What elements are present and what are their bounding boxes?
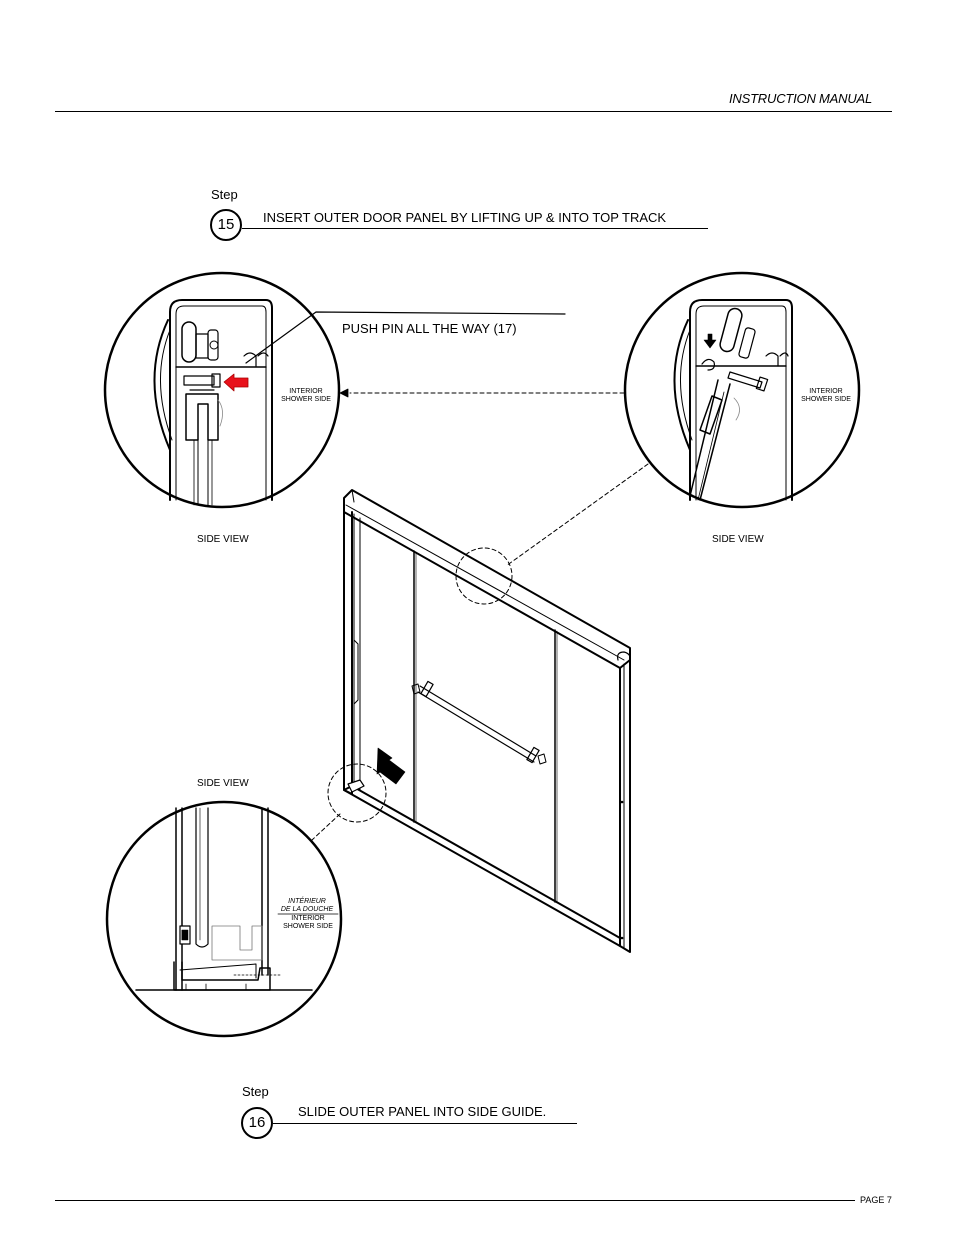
bottom-detail-french-label: INTÉRIEUR DE LA DOUCHE bbox=[276, 898, 338, 914]
left-detail-line2: SHOWER SIDE bbox=[281, 396, 331, 403]
bottom-detail-fr-line1: INTÉRIEUR bbox=[288, 898, 326, 905]
left-detail-circle bbox=[103, 271, 341, 509]
step-15-instruction: INSERT OUTER DOOR PANEL BY LIFTING UP & … bbox=[263, 210, 667, 225]
manual-title: INSTRUCTION MANUAL bbox=[729, 91, 873, 106]
bottom-detail-circle bbox=[105, 800, 343, 1038]
footer-rule bbox=[55, 1200, 855, 1201]
right-detail-circle bbox=[623, 271, 861, 509]
step-16-underline bbox=[273, 1123, 577, 1124]
page-number: PAGE 7 bbox=[860, 1195, 892, 1205]
bottom-detail-fr-line2: DE LA DOUCHE bbox=[280, 906, 334, 913]
door-assembly bbox=[343, 489, 631, 953]
left-detail-line1: INTERIOR bbox=[289, 388, 323, 395]
right-detail-interior-label: INTERIOR SHOWER SIDE bbox=[792, 388, 860, 404]
bottom-detail-line2: SHOWER SIDE bbox=[283, 923, 333, 930]
bottom-side-view-label: SIDE VIEW bbox=[197, 778, 249, 789]
left-detail-interior-label: INTERIOR SHOWER SIDE bbox=[272, 388, 340, 404]
step-16-number: 16 bbox=[241, 1107, 273, 1139]
right-side-view-label: SIDE VIEW bbox=[712, 534, 764, 545]
step-15-underline bbox=[242, 228, 708, 229]
bottom-detail-interior-label: INTERIOR SHOWER SIDE bbox=[276, 915, 340, 931]
step-15-number: 15 bbox=[210, 209, 242, 241]
bottom-detail-line1: INTERIOR bbox=[291, 915, 325, 922]
push-pin-callout: PUSH PIN ALL THE WAY (17) bbox=[342, 321, 517, 336]
right-detail-line2: SHOWER SIDE bbox=[801, 396, 851, 403]
step-16-label: Step bbox=[242, 1084, 269, 1099]
header-rule bbox=[55, 111, 892, 112]
step-15-label: Step bbox=[211, 187, 238, 202]
step-16-instruction: SLIDE OUTER PANEL INTO SIDE GUIDE. bbox=[298, 1104, 547, 1119]
right-detail-line1: INTERIOR bbox=[809, 388, 843, 395]
left-side-view-label: SIDE VIEW bbox=[197, 534, 249, 545]
